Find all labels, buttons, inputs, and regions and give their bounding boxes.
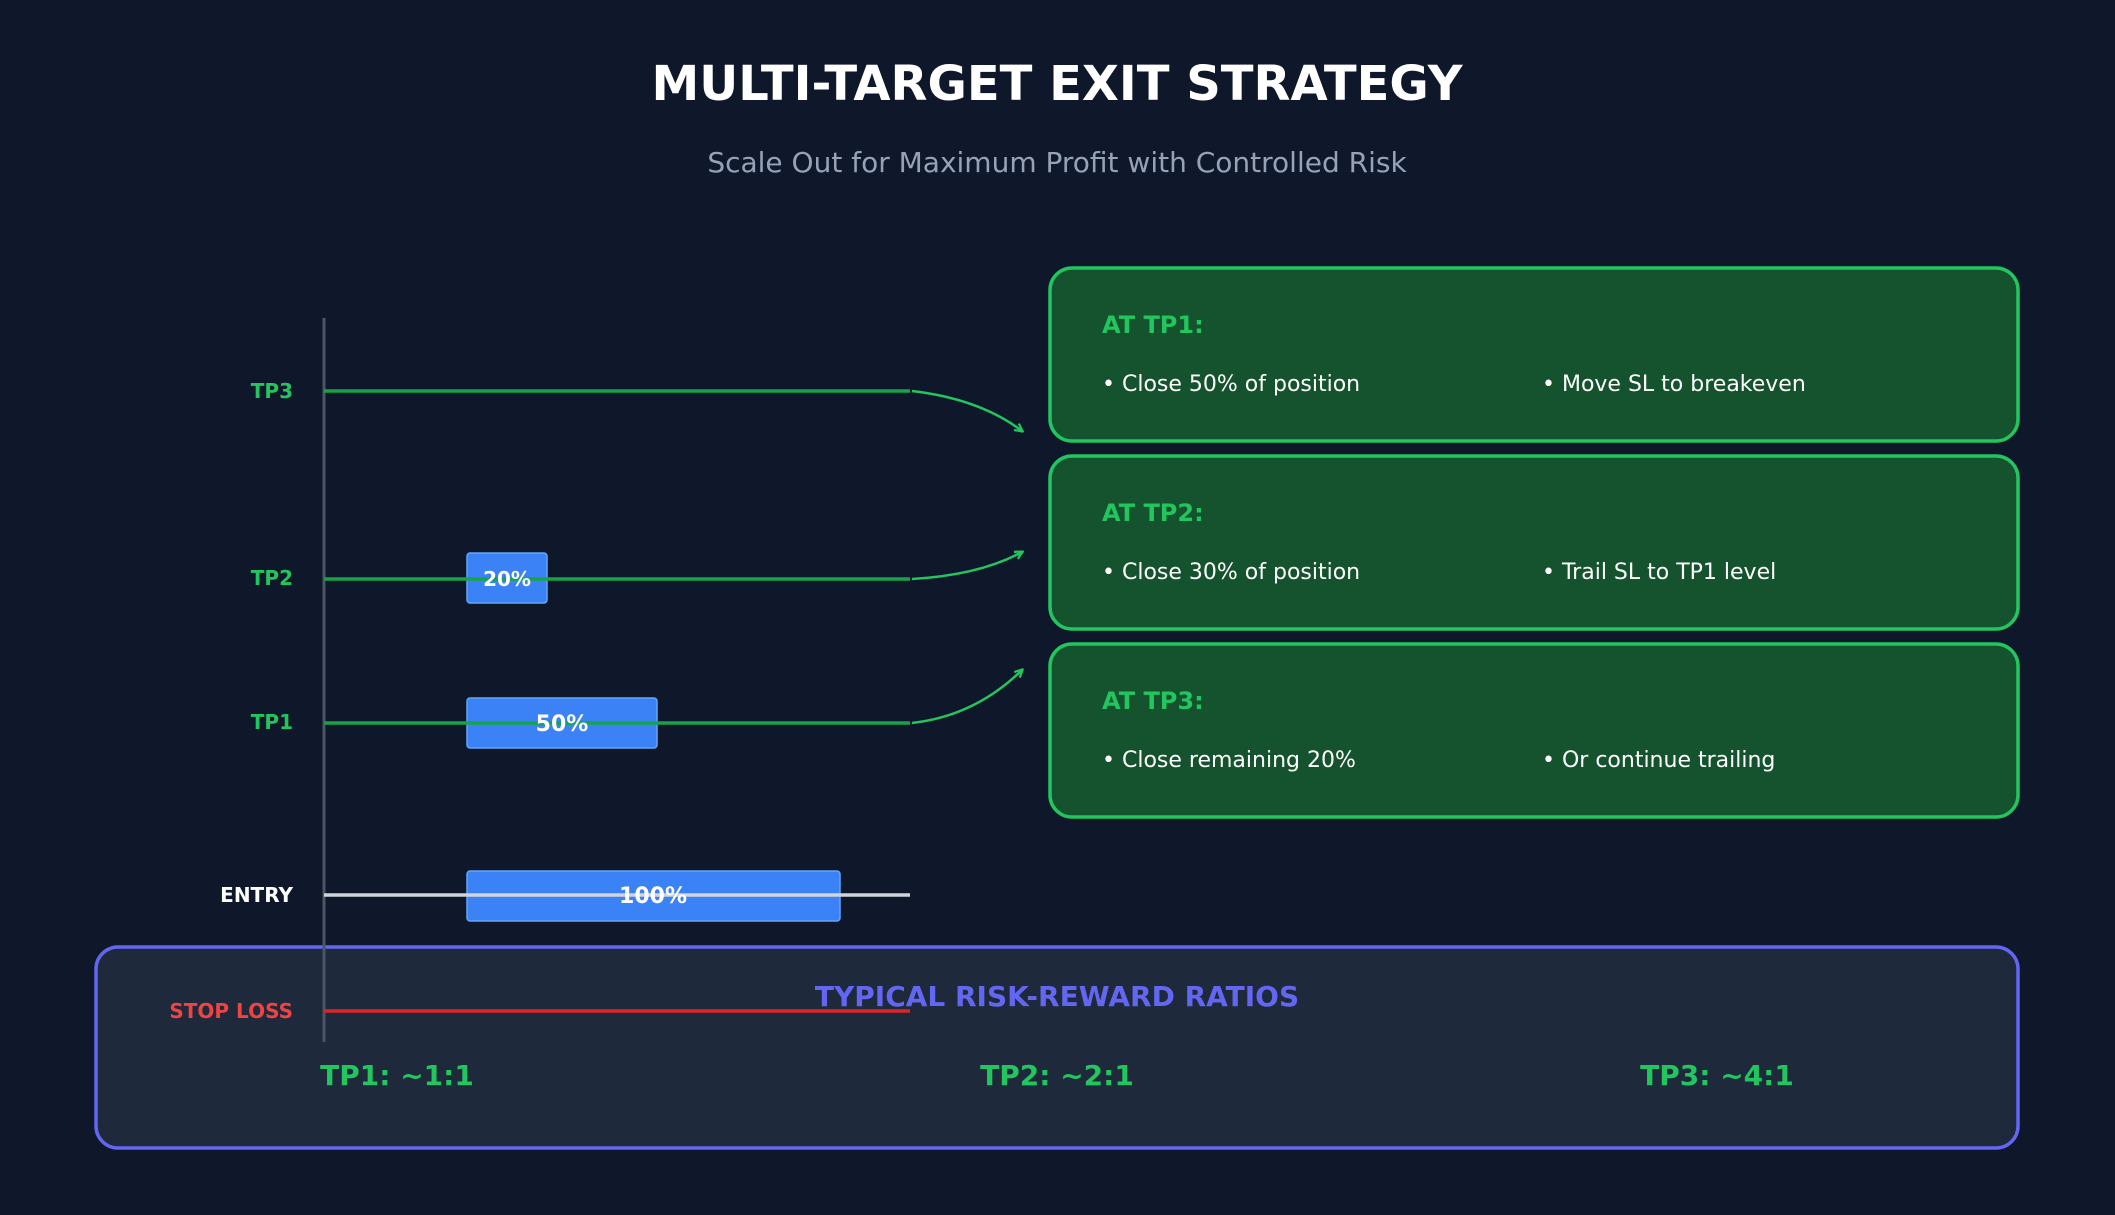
- action-card-tp2-box: [1048, 454, 2020, 631]
- action-card-tp1-box: [1048, 266, 2020, 443]
- risk-reward-panel-box: [94, 945, 2020, 1150]
- arrow-tp2: [911, 552, 1022, 581]
- position-label-tp2: 20%: [483, 567, 531, 591]
- action-card-tp1-item-1: • Close 50% of position: [1102, 372, 1360, 397]
- action-card-tp3: AT TP3: • Close remaining 20% • Or conti…: [1048, 642, 2020, 819]
- position-label-entry: 100%: [619, 884, 687, 909]
- page-title: MULTI-TARGET EXIT STRATEGY: [651, 56, 1463, 112]
- risk-reward-panel: TYPICAL RISK-REWARD RATIOS TP1: ~1:1 TP2…: [94, 945, 2020, 1150]
- position-label-tp1: 50%: [536, 712, 589, 737]
- ratio-tp2: TP2: ~2:1: [980, 1059, 1134, 1092]
- level-stop-loss: STOP LOSS: [169, 999, 910, 1023]
- action-card-tp1: AT TP1: • Close 50% of position • Move S…: [1048, 266, 2020, 443]
- action-card-tp2-heading: AT TP2:: [1102, 499, 1204, 527]
- action-card-tp2-item-1: • Close 30% of position: [1102, 560, 1360, 585]
- action-card-tp2: AT TP2: • Close 30% of position • Trail …: [1048, 454, 2020, 631]
- level-label-tp1: TP1: [251, 710, 293, 734]
- level-tp3: TP3: [251, 379, 1022, 431]
- level-tp2: TP2 20%: [251, 552, 1022, 604]
- ratio-tp3: TP3: ~4:1: [1640, 1059, 1794, 1092]
- level-label-entry: ENTRY: [220, 883, 293, 907]
- arrow-tp3: [911, 389, 1022, 431]
- action-card-tp1-item-2: • Move SL to breakeven: [1542, 372, 1806, 397]
- level-entry: ENTRY 100%: [220, 870, 910, 922]
- level-label-tp3: TP3: [251, 379, 293, 403]
- action-card-tp3-heading: AT TP3:: [1102, 687, 1204, 715]
- risk-reward-heading: TYPICAL RISK-REWARD RATIOS: [815, 980, 1299, 1013]
- action-card-tp3-item-1: • Close remaining 20%: [1102, 748, 1356, 773]
- action-card-tp3-item-2: • Or continue trailing: [1542, 748, 1775, 773]
- action-card-tp1-heading: AT TP1:: [1102, 311, 1204, 339]
- level-label-tp2: TP2: [251, 566, 293, 590]
- page-subtitle: Scale Out for Maximum Profit with Contro…: [707, 146, 1407, 179]
- action-card-tp3-box: [1048, 642, 2020, 819]
- action-card-tp2-item-2: • Trail SL to TP1 level: [1542, 560, 1776, 585]
- ratio-tp1: TP1: ~1:1: [320, 1059, 474, 1092]
- arrow-tp1: [911, 670, 1022, 725]
- level-tp1: TP1 50%: [251, 670, 1022, 749]
- level-label-stop-loss: STOP LOSS: [169, 999, 293, 1023]
